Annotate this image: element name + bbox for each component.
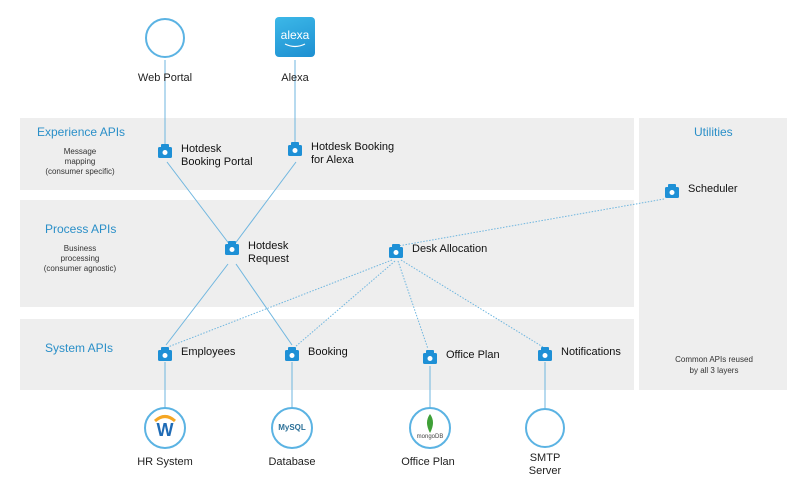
utilities-note: Common APIs reused by all 3 layers [675, 355, 753, 375]
workday-logo-text: W [156, 420, 174, 440]
link-scheduler-desk [397, 198, 665, 247]
api-connector-icon [389, 244, 403, 258]
link-desk-booking [294, 260, 396, 348]
api-notifications[interactable]: Notifications [537, 346, 621, 362]
mongodb-logo-icon: mongoDB [409, 407, 451, 449]
link-request-booking [235, 263, 293, 346]
link-desk-employees [167, 259, 393, 348]
api-connector-icon [423, 350, 437, 364]
workday-logo-icon: W [144, 407, 186, 449]
api-label: Booking [308, 346, 348, 358]
api-scheduler[interactable]: Scheduler [664, 183, 738, 199]
link-desk-notifications [400, 259, 544, 348]
api-connector-icon [158, 347, 172, 361]
api-hotdesk-request[interactable]: Hotdesk Request [224, 240, 289, 266]
experience-apis-description: Message mapping (consumer specific) [45, 147, 115, 176]
mongodb-logo-text: mongoDB [416, 434, 444, 440]
api-label: Hotdesk Booking for Alexa [311, 141, 395, 166]
alexa-logo-text: alexa [280, 28, 310, 42]
link-alexaapi-request [233, 161, 297, 246]
smtp-server-label: SMTP Server [528, 452, 562, 477]
mysql-logo-text: MySQL [278, 423, 306, 432]
mongodb-leaf-icon [427, 414, 433, 433]
experience-layer-band [20, 118, 634, 190]
mysql-logo-icon: MySQL [271, 407, 313, 449]
api-employees[interactable]: Employees [157, 346, 235, 362]
experience-apis-title: Experience APIs [37, 125, 126, 139]
process-layer-band [20, 200, 634, 307]
api-label: Scheduler [688, 183, 738, 195]
utilities-column-band [639, 118, 787, 390]
process-apis-description: Business processing (consumer agnostic) [43, 244, 117, 273]
alexa-label: Alexa [281, 72, 309, 84]
system-apis-title: System APIs [45, 341, 114, 355]
database-label: Database [268, 456, 316, 468]
office-plan-backend-label: Office Plan [401, 456, 455, 468]
api-office-plan[interactable]: Office Plan [422, 349, 500, 365]
web-portal-globe-icon [145, 18, 185, 58]
process-apis-title: Process APIs [45, 222, 117, 236]
alexa-smile-icon [284, 43, 306, 48]
api-label: Hotdesk Booking Portal [181, 143, 253, 168]
api-hotdesk-booking-portal[interactable]: Hotdesk Booking Portal [157, 143, 253, 169]
api-desk-allocation[interactable]: Desk Allocation [388, 243, 487, 259]
api-connector-icon [665, 184, 679, 198]
link-portal-request [166, 161, 231, 246]
api-connector-icon [158, 144, 172, 158]
alexa-logo-icon: alexa [275, 17, 315, 57]
web-portal-label: Web Portal [137, 72, 193, 84]
api-label: Office Plan [446, 349, 500, 361]
hr-system-label: HR System [137, 456, 193, 468]
link-request-employees [165, 263, 229, 346]
api-connector-icon [225, 241, 239, 255]
api-connector-icon [285, 347, 299, 361]
utilities-title: Utilities [694, 125, 733, 139]
smtp-circle-icon [525, 408, 565, 448]
api-hotdesk-booking-alexa[interactable]: Hotdesk Booking for Alexa [287, 141, 394, 167]
system-layer-band [20, 319, 634, 390]
api-connector-icon [288, 142, 302, 156]
api-booking[interactable]: Booking [284, 346, 348, 362]
api-connector-icon [538, 347, 552, 361]
link-desk-officeplan [397, 260, 429, 350]
api-label: Employees [181, 346, 236, 358]
api-label: Notifications [561, 346, 621, 358]
workday-arc-icon [153, 415, 177, 423]
api-label: Desk Allocation [412, 243, 488, 255]
api-label: Hotdesk Request [248, 240, 289, 265]
